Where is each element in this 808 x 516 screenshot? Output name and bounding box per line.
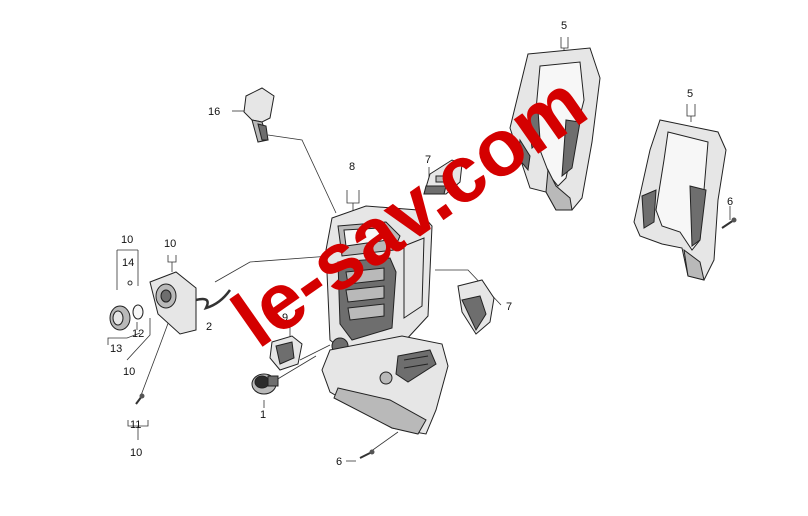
callout-10-lower: 10 xyxy=(123,366,135,378)
part-7-upper-clip xyxy=(423,159,463,195)
callout-labels: 16 8 7 5 5 6 7 10 14 10 2 12 13 10 11 10… xyxy=(110,20,733,468)
part-6-screw-right xyxy=(721,217,737,229)
callout-12: 12 xyxy=(132,328,144,340)
part-13-cap xyxy=(109,305,131,331)
callout-10-housing: 10 xyxy=(164,238,176,250)
callout-10-bottom: 10 xyxy=(130,447,142,459)
callout-7-upper: 7 xyxy=(425,154,431,166)
part-7-lower-clip xyxy=(457,279,495,335)
callout-11: 11 xyxy=(130,419,141,431)
part-14-pin xyxy=(127,280,133,286)
part-11-screw xyxy=(135,393,145,405)
callout-14: 14 xyxy=(122,257,134,269)
leader-lines xyxy=(107,37,731,462)
callout-13: 13 xyxy=(110,343,122,355)
callout-8: 8 xyxy=(349,161,355,173)
callout-5-left: 5 xyxy=(561,20,567,32)
part-1-knob xyxy=(251,373,279,395)
part-10-motor-housing xyxy=(149,271,197,335)
part-6-screw-lower xyxy=(359,449,375,459)
callout-10-topleft: 10 xyxy=(121,234,133,246)
part-5-frame-right xyxy=(633,119,727,281)
callout-1: 1 xyxy=(260,409,266,421)
part-2-hose xyxy=(195,289,232,310)
part-9-bracket xyxy=(269,335,303,371)
part-12-ring xyxy=(132,304,144,320)
callout-6-lower: 6 xyxy=(336,456,342,468)
callout-2: 2 xyxy=(206,321,212,333)
callout-7-lower: 7 xyxy=(506,301,512,313)
base-shroud xyxy=(321,335,449,435)
callout-16: 16 xyxy=(208,106,220,118)
callout-9: 9 xyxy=(282,312,288,324)
part-16-hose-hook xyxy=(243,87,275,143)
callout-6-right: 6 xyxy=(727,196,733,208)
callout-5-right: 5 xyxy=(687,88,693,100)
part-5-frame-left xyxy=(509,47,601,211)
